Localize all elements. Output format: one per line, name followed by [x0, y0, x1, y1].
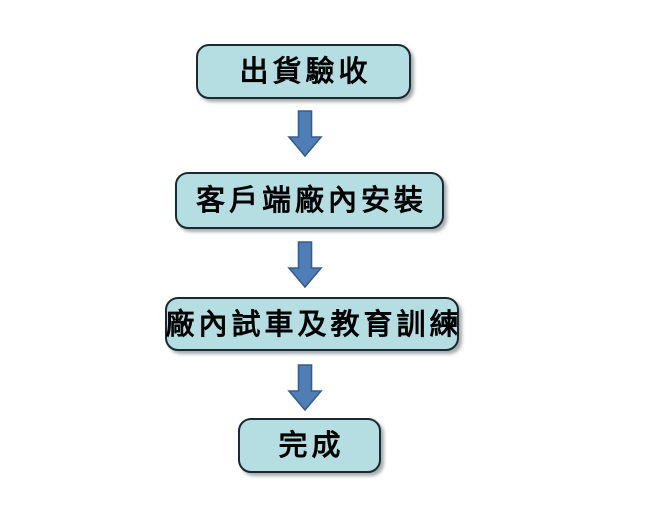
down-arrow-icon [285, 364, 325, 412]
down-arrow-icon [285, 110, 325, 158]
flow-node-onsite-trial-and-training[interactable]: 廠內試車及教育訓練 [165, 297, 459, 351]
flow-node-customer-site-installation[interactable]: 客戶端廠內安裝 [175, 172, 444, 229]
flow-node-completed[interactable]: 完成 [238, 418, 381, 473]
down-arrow-icon [285, 241, 325, 289]
flow-node-label: 廠內試車及教育訓練 [165, 306, 463, 341]
flow-node-label: 完成 [278, 428, 345, 462]
flow-node-shipping-inspection[interactable]: 出貨驗收 [196, 44, 411, 99]
flow-node-label: 客戶端廠內安裝 [195, 183, 427, 217]
flow-node-label: 出貨驗收 [239, 54, 372, 88]
